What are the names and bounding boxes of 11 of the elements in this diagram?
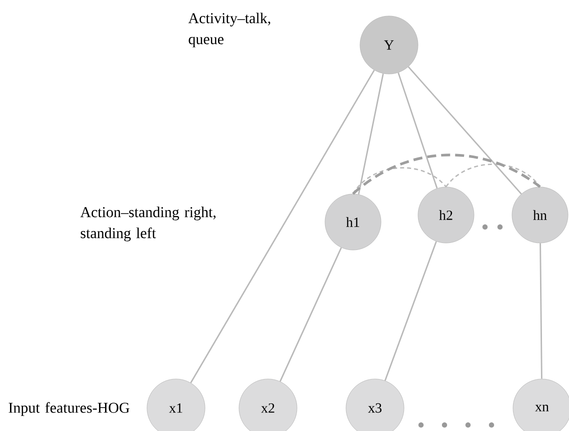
connector-line xyxy=(352,154,541,195)
connector-line xyxy=(384,241,437,381)
connector-line xyxy=(190,70,375,384)
connector-line xyxy=(540,243,542,379)
connector-line xyxy=(398,72,438,188)
level-label: Activity–talk, queue xyxy=(188,12,270,48)
level-label: Action–standing right, standing left xyxy=(80,206,216,242)
level-label: Input features-HOG xyxy=(8,402,130,416)
connector-line xyxy=(280,247,342,382)
connector-line xyxy=(408,66,522,194)
connector-line xyxy=(358,73,384,194)
